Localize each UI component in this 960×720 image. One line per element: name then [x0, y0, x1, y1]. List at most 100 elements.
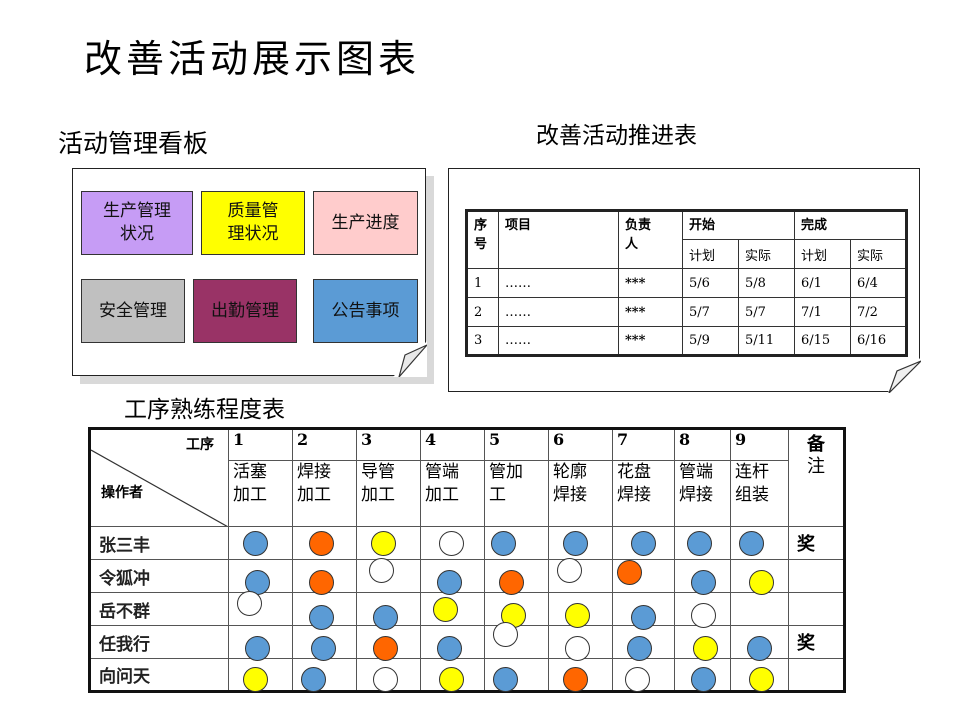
step-number-1: 1	[228, 428, 293, 461]
skill-cell[interactable]	[484, 592, 549, 628]
kanban-card-safety[interactable]: 安全管理	[81, 279, 185, 343]
cell-start-actual: 5/11	[738, 326, 795, 356]
table-row: 任我行奖	[89, 622, 845, 661]
skill-cell[interactable]	[548, 658, 613, 692]
skill-cell[interactable]	[356, 625, 421, 661]
remark-cell: 奖	[788, 526, 845, 560]
page-curl-icon	[393, 341, 427, 377]
cell-item: ……	[498, 268, 619, 298]
skill-level-yellow-dot-icon	[749, 570, 774, 595]
skill-level-orange-dot-icon	[617, 560, 642, 585]
skill-cell[interactable]	[730, 592, 789, 626]
skill-cell[interactable]	[674, 592, 731, 628]
cell-seq: 2	[466, 297, 499, 327]
skill-cell[interactable]	[420, 592, 485, 626]
skill-level-white-dot-icon	[439, 531, 464, 556]
skill-level-blue-dot-icon	[243, 531, 268, 556]
skill-cell[interactable]	[612, 592, 675, 630]
skill-cell[interactable]	[356, 592, 421, 630]
skill-cell[interactable]	[730, 526, 789, 560]
skill-cell[interactable]	[674, 526, 731, 560]
skill-cell[interactable]	[612, 658, 675, 692]
corner-step-label: 工序	[186, 437, 214, 453]
skill-cell[interactable]	[292, 592, 357, 630]
step-number-3: 3	[356, 428, 421, 461]
skill-cell[interactable]	[292, 625, 357, 661]
skill-level-yellow-dot-icon	[371, 531, 396, 556]
skill-level-orange-dot-icon	[373, 636, 398, 661]
cell-owner: ***	[618, 326, 683, 356]
skill-cell[interactable]	[548, 592, 613, 628]
skill-cell[interactable]	[484, 559, 549, 595]
skill-cell[interactable]	[292, 526, 357, 560]
skill-cell[interactable]	[420, 658, 485, 692]
cell-seq: 1	[466, 268, 499, 298]
kanban-heading: 活动管理看板	[58, 129, 209, 158]
skill-cell[interactable]	[730, 625, 789, 661]
remark-cell: 奖	[788, 625, 845, 659]
skill-cell[interactable]	[292, 559, 357, 595]
skill-cell[interactable]	[612, 625, 675, 661]
skill-cell[interactable]	[292, 658, 357, 692]
skill-cell[interactable]	[674, 658, 731, 692]
skill-cell[interactable]	[228, 625, 293, 661]
skill-cell[interactable]	[484, 658, 549, 692]
skill-level-white-dot-icon	[625, 667, 650, 692]
step-number-5: 5	[484, 428, 549, 461]
skill-cell[interactable]	[730, 559, 789, 595]
progress-sheet: 序号 项目 负责人 开始 完成 计划 实际 计划 实际 1 …… *** 5/6…	[448, 168, 921, 393]
skill-cell[interactable]	[484, 622, 549, 659]
skill-cell[interactable]	[612, 559, 675, 593]
skill-cell[interactable]	[356, 558, 421, 593]
skill-cell[interactable]	[228, 526, 293, 560]
skill-cell[interactable]	[674, 625, 731, 661]
kanban-card-quality-status[interactable]: 质量管理状况	[201, 191, 305, 255]
skill-level-orange-dot-icon	[563, 667, 588, 692]
kanban-card-production-status[interactable]: 生产管理状况	[81, 191, 193, 255]
step-number-4: 4	[420, 428, 485, 461]
corner-operator-label: 操作者	[101, 485, 143, 501]
header-owner: 负责人	[618, 210, 683, 269]
skill-cell[interactable]	[228, 559, 293, 595]
skill-level-blue-dot-icon	[245, 636, 270, 661]
cell-start-actual: 5/7	[738, 297, 795, 327]
cell-finish-plan: 7/1	[794, 297, 851, 327]
table-row: 岳不群	[89, 591, 845, 630]
skill-cell[interactable]	[228, 658, 293, 692]
skill-cell[interactable]	[730, 658, 789, 692]
skill-cell[interactable]	[548, 625, 613, 661]
card-label: 质量管	[227, 201, 279, 221]
skill-cell[interactable]	[484, 526, 549, 560]
skill-cell[interactable]	[356, 526, 421, 560]
page-title: 改善活动展示图表	[84, 37, 421, 81]
kanban-card-notices[interactable]: 公告事项	[313, 279, 418, 343]
skill-level-orange-dot-icon	[309, 570, 334, 595]
kanban-card-attendance[interactable]: 出勤管理	[193, 279, 297, 343]
step-number-6: 6	[548, 428, 613, 461]
operator-name: 令狐冲	[89, 559, 229, 593]
cell-seq: 3	[466, 326, 499, 356]
step-name-1: 活塞加工	[228, 460, 293, 527]
skill-cell[interactable]	[548, 558, 613, 593]
skill-cell[interactable]	[420, 559, 485, 595]
skill-level-white-dot-icon	[373, 667, 398, 692]
kanban-card-production-progress[interactable]: 生产进度	[313, 191, 418, 255]
skill-cell[interactable]	[420, 625, 485, 661]
skill-level-blue-dot-icon	[245, 570, 270, 595]
skill-cell[interactable]	[356, 658, 421, 692]
cell-owner: ***	[618, 268, 683, 298]
table-row: 令狐冲	[89, 558, 845, 595]
skill-cell[interactable]	[548, 526, 613, 560]
skill-cell[interactable]	[674, 559, 731, 595]
cell-start-actual: 5/8	[738, 268, 795, 298]
skill-level-yellow-dot-icon	[693, 636, 718, 661]
skill-level-blue-dot-icon	[687, 531, 712, 556]
header-start: 开始	[682, 210, 795, 240]
card-label: 出勤管理	[211, 300, 279, 321]
skill-cell[interactable]	[420, 526, 485, 560]
skill-cell[interactable]	[228, 591, 293, 626]
skill-cell[interactable]	[612, 526, 675, 560]
card-label: 生产管理	[103, 201, 171, 221]
step-name-2: 焊接加工	[292, 460, 357, 527]
